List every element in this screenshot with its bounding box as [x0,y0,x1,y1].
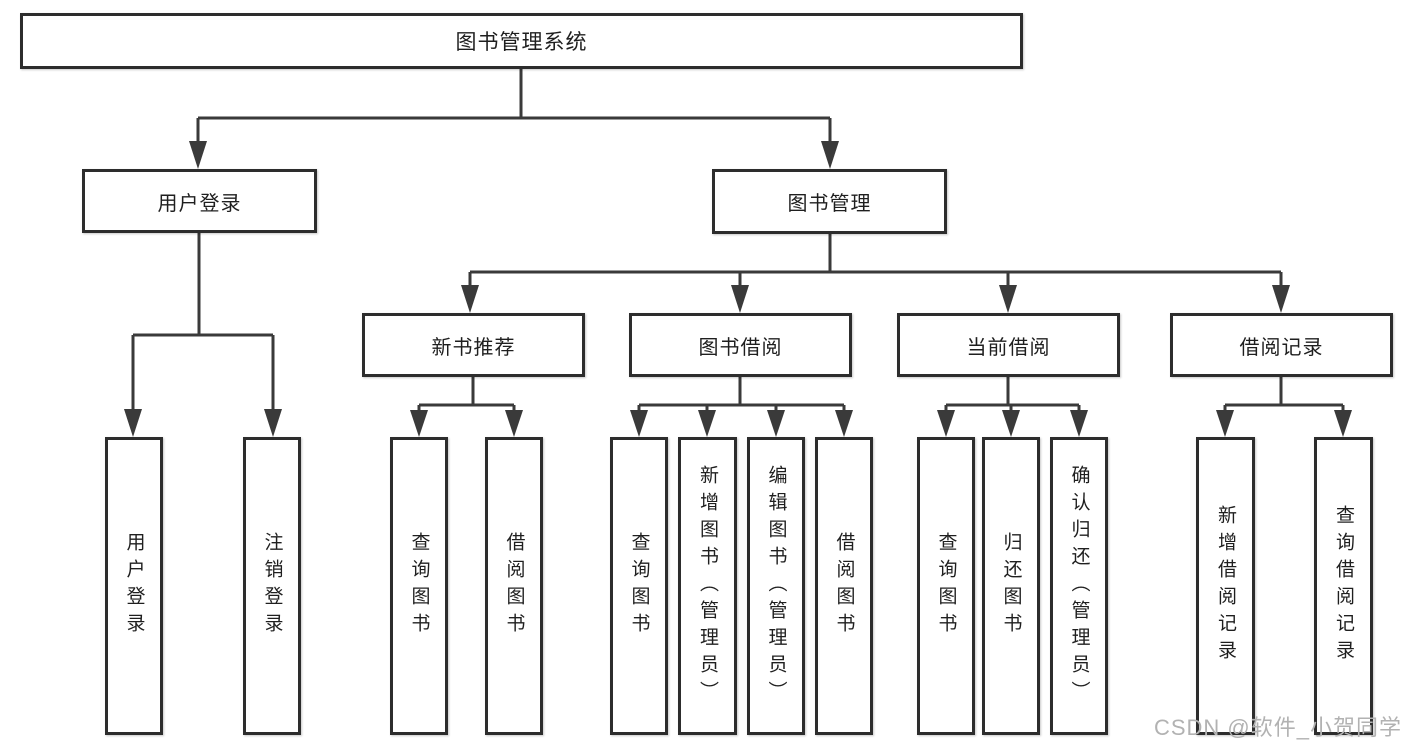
csdn-watermark: CSDN @软件_小贺同学 [1153,715,1402,740]
node-current-borrow: 当前借阅 [897,313,1120,377]
leaf-user-login: 用户登录 [105,437,163,735]
node-borrow-record: 借阅记录 [1170,313,1393,377]
leaf-add-borrow-record: 新增借阅记录 [1196,437,1255,735]
leaf-return-book: 归还图书 [982,437,1040,735]
arrowheads [124,141,1352,437]
leaf-current-query-book: 查询图书 [917,437,975,735]
leaf-logout: 注销登录 [243,437,301,735]
node-book-management: 图书管理 [712,169,947,234]
node-new-book-recommend: 新书推荐 [362,313,585,377]
leaf-borrow-book: 借阅图书 [815,437,873,735]
leaf-recommend-query-book: 查询图书 [390,437,448,735]
leaf-confirm-return-admin: 确认归还（管理员） [1050,437,1108,735]
leaf-add-book-admin: 新增图书（管理员） [678,437,737,735]
leaf-query-borrow-record: 查询借阅记录 [1314,437,1373,735]
node-book-borrow: 图书借阅 [629,313,852,377]
leaf-borrow-query-book: 查询图书 [610,437,668,735]
leaf-recommend-borrow-book: 借阅图书 [485,437,543,735]
node-user-login: 用户登录 [82,169,317,233]
node-root: 图书管理系统 [20,13,1023,69]
leaf-edit-book-admin: 编辑图书（管理员） [747,437,805,735]
